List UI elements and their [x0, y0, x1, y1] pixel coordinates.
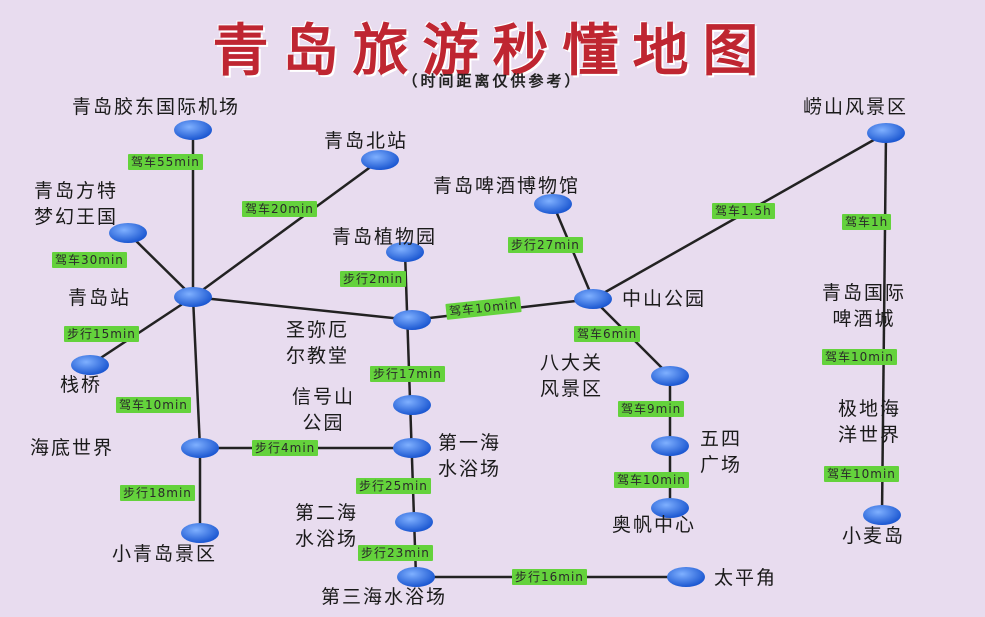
badge-north-station: 驾车20min	[242, 201, 317, 217]
line-station-zhanqiao	[89, 295, 194, 367]
label-botanical: 青岛植物园	[332, 226, 438, 248]
line-station-underwater	[191, 296, 202, 449]
page-subtitle: （时间距离仅供参考）	[402, 72, 583, 90]
node-small-qingdao[interactable]	[181, 523, 219, 543]
label-badaguan: 八大关 风景区	[540, 352, 604, 400]
node-botanical[interactable]	[386, 242, 424, 262]
line-laoshan-xiaomai	[880, 132, 888, 516]
line-station-michael	[192, 295, 413, 322]
label-taipingjiao: 太平角	[714, 567, 778, 589]
badge-badaguan-wusi: 驾车9min	[618, 401, 685, 417]
node-st-michael[interactable]	[393, 310, 431, 330]
badge-zhongshan-badaguan: 驾车6min	[574, 326, 641, 342]
node-fantawild[interactable]	[109, 223, 147, 243]
label-zhongshan: 中山公园	[622, 288, 707, 310]
label-xinhaoshan: 信号山 公园	[292, 386, 356, 434]
node-north-station[interactable]	[361, 150, 399, 170]
node-beer-museum[interactable]	[534, 194, 572, 214]
badge-beach1-beach2: 步行25min	[356, 478, 431, 494]
label-wusi: 五四 广场	[700, 428, 743, 476]
label-airport: 青岛胶东国际机场	[72, 96, 241, 118]
node-xiaomai[interactable]	[863, 505, 901, 525]
station-nodes	[71, 120, 905, 587]
node-badaguan[interactable]	[651, 366, 689, 386]
node-taipingjiao[interactable]	[667, 567, 705, 587]
badge-laoshan-beercity: 驾车1h	[842, 214, 892, 230]
node-beach3[interactable]	[397, 567, 435, 587]
label-beach2: 第二海 水浴场	[295, 502, 359, 550]
badge-underwater-small: 步行18min	[120, 485, 195, 501]
label-zhanqiao: 栈桥	[60, 374, 103, 396]
node-beach1[interactable]	[393, 438, 431, 458]
line-fantawild-station	[127, 232, 194, 298]
label-fantawild: 青岛方特 梦幻王国	[34, 180, 119, 228]
label-beach1: 第一海 水浴场	[438, 432, 502, 480]
badge-beach3-taiping: 步行16min	[512, 569, 587, 585]
node-station[interactable]	[174, 287, 212, 307]
label-polar: 极地海 洋世界	[838, 398, 902, 446]
badge-botanical-michael: 步行2min	[340, 271, 407, 287]
line-north-station	[192, 158, 381, 299]
badge-station-underwater: 驾车10min	[116, 397, 191, 413]
node-xinhaoshan[interactable]	[393, 395, 431, 415]
badge-polar-xiaomai: 驾车10min	[824, 466, 899, 482]
node-underwater[interactable]	[181, 438, 219, 458]
label-xiaomai: 小麦岛	[842, 525, 906, 547]
node-airport[interactable]	[174, 120, 212, 140]
badge-zhongshan-laoshan: 驾车1.5h	[712, 203, 775, 219]
node-beach2[interactable]	[395, 512, 433, 532]
label-station: 青岛站	[68, 287, 132, 309]
node-laoshan[interactable]	[867, 123, 905, 143]
node-olympic[interactable]	[651, 498, 689, 518]
label-laoshan: 崂山风景区	[803, 96, 909, 118]
label-olympic: 奥帆中心	[612, 514, 697, 536]
badge-beach2-beach3: 步行23min	[358, 545, 433, 561]
label-underwater: 海底世界	[30, 437, 115, 459]
label-north-station: 青岛北站	[324, 130, 409, 152]
label-beach3: 第三海水浴场	[321, 586, 448, 608]
badge-airport-station: 驾车55min	[128, 154, 203, 170]
label-st-michael: 圣弥厄 尔教堂	[286, 319, 350, 367]
badge-wusi-olympic: 驾车10min	[614, 472, 689, 488]
node-zhongshan[interactable]	[574, 289, 612, 309]
badge-michael-xinhao: 步行17min	[370, 366, 445, 382]
badge-underwater-beach1: 步行4min	[252, 440, 319, 456]
node-wusi[interactable]	[651, 436, 689, 456]
badge-beercity-polar: 驾车10min	[822, 349, 897, 365]
label-beer-city: 青岛国际 啤酒城	[822, 282, 907, 330]
node-zhanqiao[interactable]	[71, 355, 109, 375]
badge-museum-zhongshan: 步行27min	[508, 237, 583, 253]
page-title: 青岛旅游秒懂地图	[212, 19, 773, 84]
badge-fantawild-station: 驾车30min	[52, 252, 127, 268]
label-small-qingdao: 小青岛景区	[112, 543, 218, 565]
label-beer-museum: 青岛啤酒博物馆	[433, 175, 581, 197]
badge-station-zhanqiao: 步行15min	[64, 326, 139, 342]
